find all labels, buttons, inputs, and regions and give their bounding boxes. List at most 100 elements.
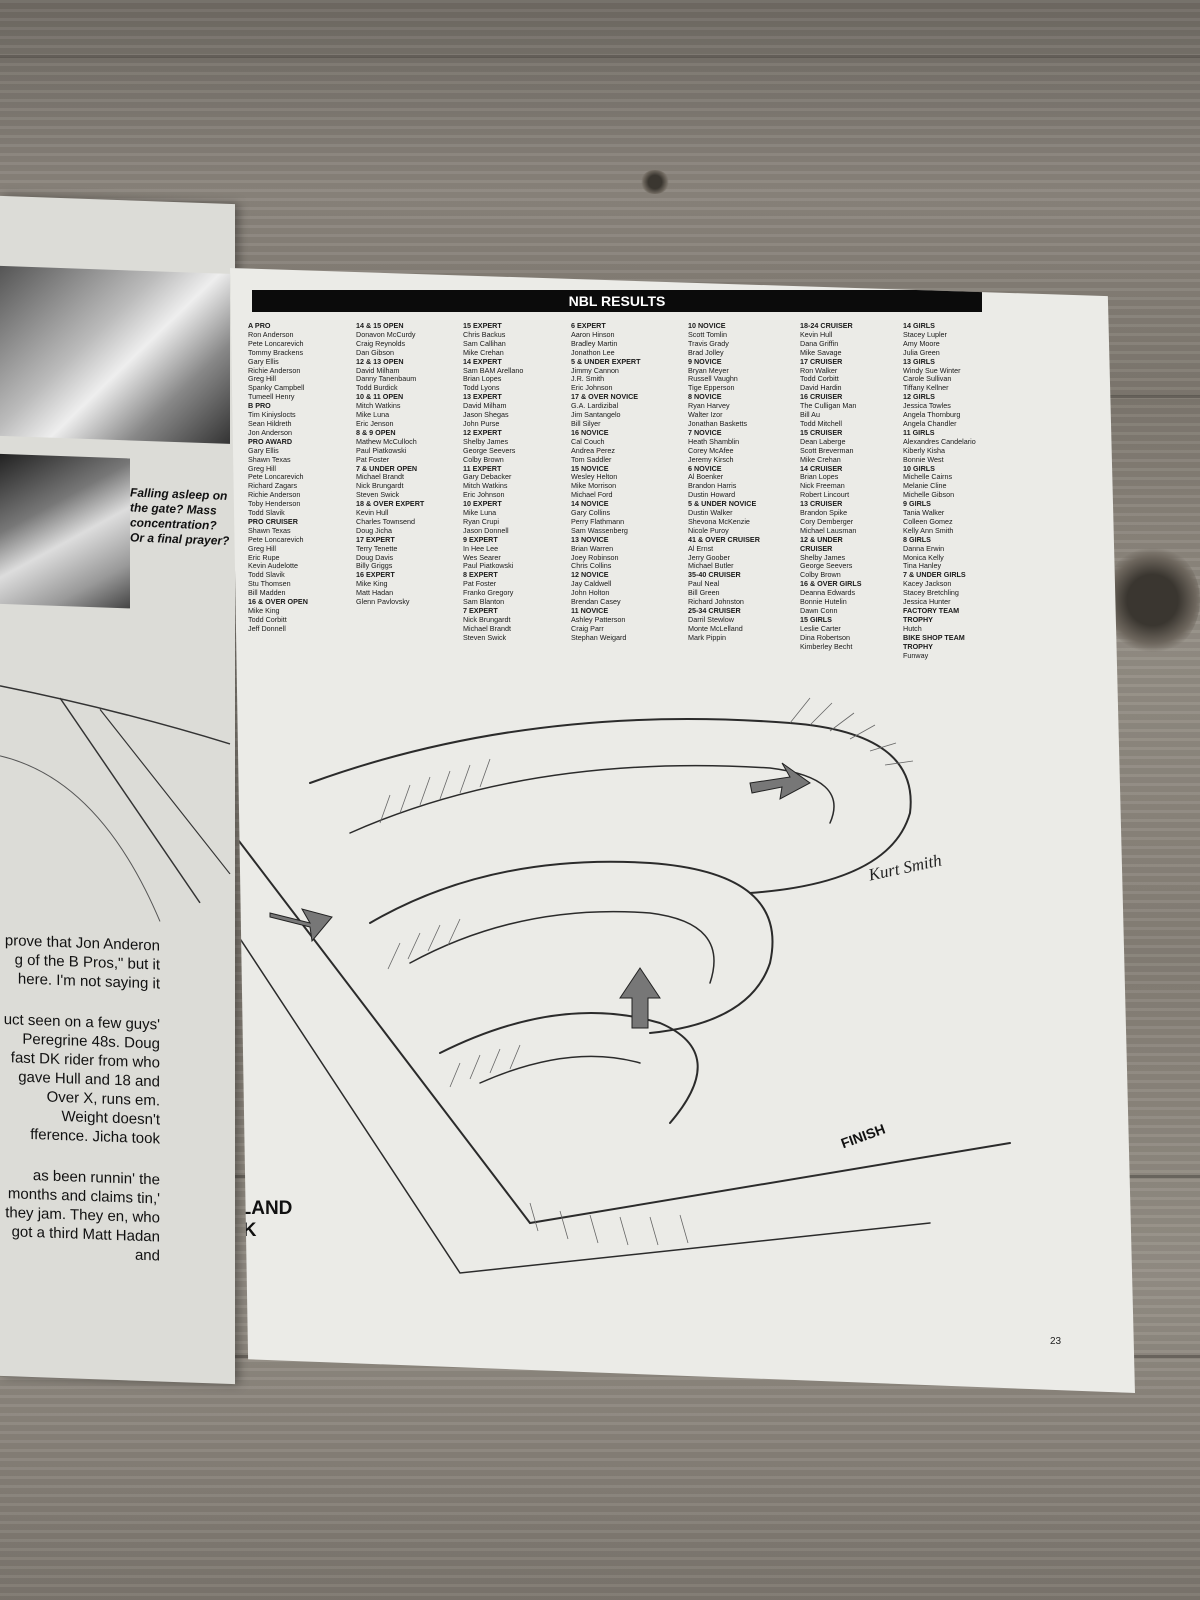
result-name: Todd Burdick [356,383,398,393]
result-name: Billy Griggs [356,561,393,571]
result-name: David Milham [356,365,400,375]
result-name: Toby Henderson [248,499,301,509]
rider-photo-gate [0,453,130,609]
result-name: Tania Walker [903,508,945,518]
result-name: Gary Collins [571,508,611,518]
rider-photo [0,265,230,444]
result-class-heading: 10 EXPERT [463,499,502,509]
result-name: Mike Morrison [571,481,617,491]
result-name: Michael Brandt [356,472,404,482]
result-name: Nick Freeman [800,481,845,491]
result-class-heading: 15 GIRLS [800,614,832,624]
result-name: Stacey Bretchling [903,588,959,598]
result-class-heading: 16 CRUISER [800,392,843,402]
result-name: Julia Green [903,347,940,357]
result-name: Donavon McCurdy [356,329,416,339]
result-name: Amy Moore [903,338,940,348]
result-class-heading: 7 & UNDER GIRLS [903,570,966,580]
result-name: John Purse [463,418,500,428]
result-name: Richie Anderson [248,365,301,375]
result-name: Dean Laberge [800,436,846,446]
result-name: Jessica Hunter [903,597,951,607]
result-name: Paul Piatkowski [356,445,407,455]
result-class-heading: 6 EXPERT [571,321,606,330]
result-name: Todd Slavik [248,508,285,518]
result-class-heading: 8 NOVICE [688,392,722,402]
result-name: George Seevers [463,445,516,455]
result-name: Eric Johnson [571,383,613,393]
result-name: Bradley Martin [571,338,618,348]
result-name: Sam Wassenberg [571,525,628,535]
result-class-heading: 16 & OVER GIRLS [800,579,862,589]
result-name: Al Boenker [688,472,724,482]
result-name: Ashley Patterson [571,614,626,624]
result-name: Craig Parr [571,623,604,633]
result-name: Todd Corbitt [248,614,287,624]
result-class-heading: 5 & UNDER NOVICE [688,499,757,509]
result-name: Chris Backus [463,329,506,339]
result-name: Glenn Pavlovsky [356,597,410,607]
result-class-heading: 12 EXPERT [463,427,502,437]
result-class-heading: 9 NOVICE [688,356,722,366]
result-name: Jimmy Cannon [571,365,619,375]
result-name: Mike King [248,606,280,615]
result-name: Bill Silyer [571,418,601,428]
result-name: Monte McLelland [688,623,743,633]
result-name: Richard Zagars [248,481,298,491]
result-name: Colby Brown [463,454,504,464]
result-name: Carole Sullivan [903,374,952,384]
result-name: Alexandres Candelario [903,436,976,446]
result-name: Michelle Gibson [903,490,955,500]
result-name: Todd Slavik [248,570,285,580]
result-name: Jerry Goober [688,552,730,562]
result-name: Doug Jicha [356,525,392,535]
result-name: Kevin Audelotte [248,561,298,571]
result-name: Ryan Crupi [463,516,499,526]
result-name: Cal Couch [571,436,605,446]
result-name: Joey Robinson [571,552,619,562]
result-name: Dustin Walker [688,508,733,518]
wood-knot [640,170,670,194]
article-paragraph: uct seen on a few guys' Peregrine 48s. D… [3,1011,160,1148]
result-name: Wesley Helton [571,472,618,482]
result-name: Michael Brandt [463,623,511,633]
result-name: Doug Davis [356,552,394,562]
result-name: Tige Epperson [688,383,735,393]
result-name: Brian Lopes [463,374,502,384]
dixieland-track-illustration [230,697,1011,1274]
result-name: Ryan Harvey [688,401,730,411]
result-name: Michael Lausman [800,525,857,535]
result-name: Al Ernst [688,543,714,553]
result-name: Kelly Ann Smith [903,525,954,535]
result-name: Jason Shegas [463,410,509,420]
result-class-heading: 8 & 9 OPEN [356,427,396,437]
result-class-heading: 18-24 CRUISER [800,321,853,330]
result-name: Michael Butler [688,561,734,571]
result-name: Chris Collins [571,561,612,571]
result-name: Jon Anderson [248,427,292,437]
result-name: Pat Foster [463,579,497,589]
result-name: Stu Thomsen [248,579,291,589]
result-name: Dan Gibson [356,347,394,357]
result-name: Bill Madden [248,588,286,598]
result-class-heading: 17 EXPERT [356,534,395,544]
result-name: Angela Chandler [903,418,957,428]
result-name: The Culligan Man [800,401,857,411]
result-name: Nick Brungardt [463,614,511,624]
result-name: Bryan Meyer [688,365,729,375]
result-class-heading: TROPHY [903,614,933,624]
result-name: Matt Hadan [356,588,394,598]
result-class-heading: 10 & 11 OPEN [356,392,404,402]
result-name: Pat Foster [356,454,390,464]
wood-knot [1105,545,1200,655]
result-name: Todd Lyons [463,383,500,393]
result-class-heading: 7 NOVICE [688,427,722,437]
result-name: Stacey Lupler [903,329,947,339]
article-paragraph: prove that Jon Anderon g of the B Pros,"… [4,932,160,993]
result-name: Scott Tomlin [688,329,728,339]
result-name: Jessica Towles [903,401,951,411]
result-name: Stephan Weigard [571,632,627,642]
